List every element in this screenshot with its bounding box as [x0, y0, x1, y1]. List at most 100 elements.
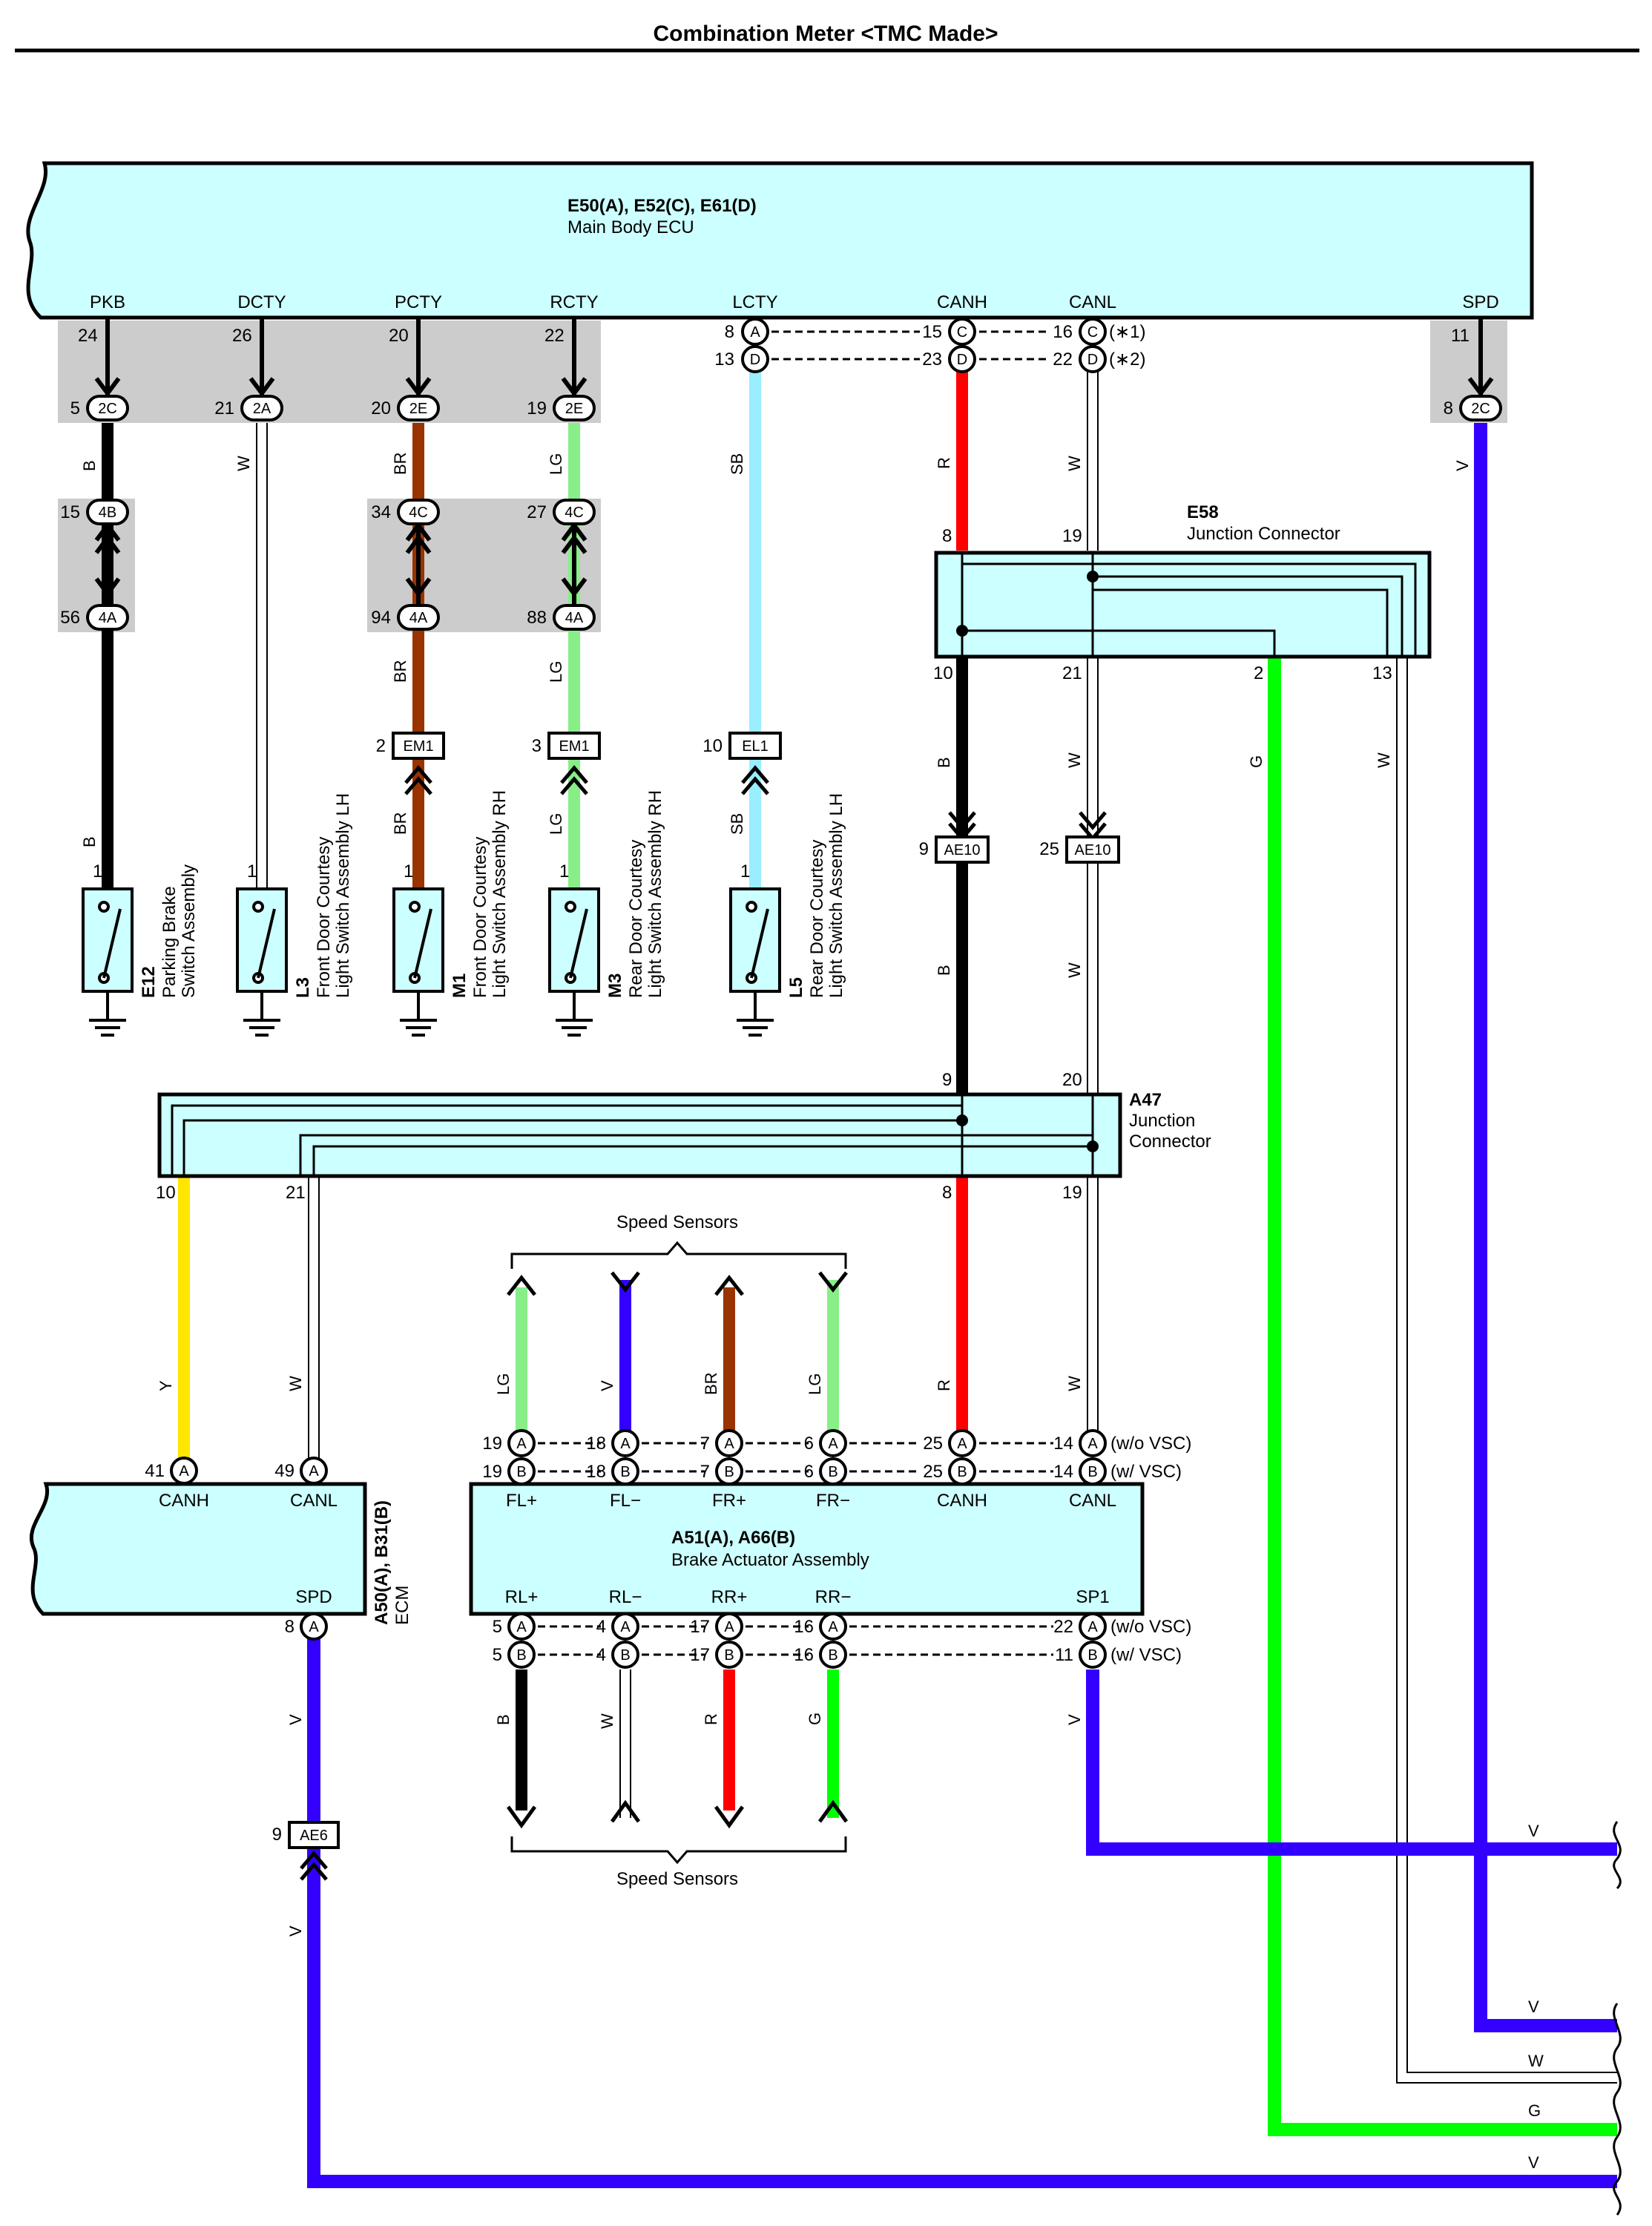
pin-label: 7: [700, 1434, 710, 1454]
pin-label: 18: [586, 1434, 606, 1454]
pin-tag: A: [516, 1436, 527, 1452]
brake-term: FL−: [610, 1491, 641, 1511]
connector-tag: 2E: [565, 401, 583, 417]
pin-label: 22: [1053, 349, 1073, 370]
pin-tag: A: [828, 1619, 838, 1635]
wire-label: LG: [547, 661, 565, 683]
wire-label: LG: [806, 1373, 824, 1395]
switch-code: M1: [450, 974, 470, 998]
pin-label: 8: [725, 322, 734, 342]
wire-label: W: [1065, 962, 1084, 978]
pin-label: 5: [493, 1645, 502, 1665]
pin-tag: B: [828, 1647, 837, 1664]
ecu-term-pkb: PKB: [90, 292, 125, 312]
pin-tag: B: [1087, 1647, 1097, 1664]
wire-label: B: [494, 1714, 513, 1725]
break-marks: [1613, 1821, 1622, 2216]
connector-tag: EM1: [559, 738, 589, 755]
switches: 1 1 1 1 1 E12 Parking Brake Switch Assem…: [82, 790, 846, 1037]
wire-label: W: [1528, 2052, 1544, 2070]
brake-term: RR−: [815, 1587, 852, 1607]
pin-label: 15: [60, 502, 80, 522]
pin-label: 25: [1039, 839, 1059, 859]
pin-label: 25: [923, 1434, 943, 1454]
connector-tag: 2E: [409, 401, 427, 417]
connector-tag: 2C: [98, 401, 117, 417]
ecu-top-pins: 24 26 20 22 11 8 A 13 D 15 C 23 D 16 C 2…: [78, 318, 1470, 373]
ecm: CANH CANL SPD A50(A), B31(B) ECM 41 A 49…: [30, 1457, 412, 1641]
pin-label: 4: [596, 1645, 606, 1665]
ecm-code: A50(A), B31(B): [372, 1500, 392, 1625]
wire-label: W: [1065, 456, 1084, 471]
wire-label: B: [935, 965, 953, 976]
brake-term: RL−: [609, 1587, 642, 1607]
pin-label: 2: [1254, 663, 1263, 683]
pin-label: 8: [942, 1183, 952, 1203]
switch-name: Front Door Courtesy: [470, 837, 490, 998]
pin-tag: A: [620, 1619, 631, 1635]
a47-code: A47: [1129, 1090, 1162, 1110]
pin-label: 16: [794, 1645, 814, 1665]
pin-label: 11: [1451, 326, 1470, 346]
speed-sensors-label-bottom: Speed Sensors: [616, 1869, 738, 1889]
pin-label: 19: [482, 1434, 502, 1454]
wire-label: W: [286, 1376, 305, 1391]
wire-label: W: [1065, 1376, 1084, 1391]
pin-label: 20: [371, 398, 391, 418]
pin-label: 1: [740, 861, 750, 881]
pin-label: 19: [1062, 1183, 1082, 1203]
wire-label: W: [1375, 752, 1393, 768]
connector-tag: AE10: [1075, 842, 1111, 858]
pin-label: 16: [794, 1617, 814, 1637]
switch-name: Light Switch Assembly RH: [490, 790, 510, 998]
pin-label: 8: [942, 526, 952, 546]
wire-label: V: [598, 1380, 616, 1391]
speed-sensors-label-top: Speed Sensors: [616, 1212, 738, 1232]
pin-label: 18: [586, 1462, 606, 1482]
wire-label: B: [80, 836, 99, 847]
pin-tag: C: [1087, 324, 1098, 341]
wire-label: V: [1453, 460, 1472, 471]
note-w-vsc: (w/ VSC): [1110, 1462, 1182, 1482]
e58-junction-connector: E58 Junction Connector 8 19 10 21 2 13: [933, 502, 1432, 683]
pin-label: 13: [714, 349, 734, 370]
speed-sensors-brace-bottom: Speed Sensors: [510, 1836, 847, 1889]
pin-label: 94: [371, 608, 391, 628]
pin-label: 14: [1053, 1462, 1073, 1482]
brake-term: CANH: [937, 1491, 987, 1511]
pin-label: 20: [1062, 1070, 1082, 1090]
pin-tag: A: [957, 1436, 967, 1452]
speed-sensor-arrows: [506, 1271, 849, 1829]
note-2: (∗2): [1109, 349, 1145, 370]
pin-tag: A: [750, 324, 760, 341]
wire-label: G: [1528, 2101, 1541, 2120]
ecu-term-lcty: LCTY: [732, 292, 777, 312]
brake-term: SP1: [1076, 1587, 1109, 1607]
switch-name: Switch Assembly: [179, 864, 199, 998]
pin-tag: A: [828, 1436, 838, 1452]
note-wo-vsc: (w/o VSC): [1110, 1617, 1191, 1637]
wire-label: BR: [391, 812, 409, 835]
connector-tag: 4A: [99, 610, 117, 626]
brake-term: CANL: [1069, 1491, 1116, 1511]
switch-name: Light Switch Assembly LH: [333, 793, 353, 998]
ecu-term-spd: SPD: [1462, 292, 1498, 312]
brake-top-pins: 19 A 19 B 18 A 18 B 7 A 7 B 6 A 6 B 25 A…: [482, 1429, 1191, 1485]
switch-code: L3: [293, 977, 313, 998]
pin-label: 21: [1062, 663, 1082, 683]
switch-name: Rear Door Courtesy: [807, 840, 827, 998]
connector-tag: 4A: [565, 610, 584, 626]
switch-name: Rear Door Courtesy: [626, 840, 646, 998]
ecu-arrows: [94, 319, 1494, 397]
pin-label: 20: [389, 326, 409, 346]
note-w-vsc: (w/ VSC): [1110, 1645, 1182, 1665]
pin-label: 1: [404, 861, 413, 881]
pin-tag: A: [724, 1436, 734, 1452]
speed-sensors-brace-top: Speed Sensors: [510, 1212, 847, 1269]
wire-label: BR: [391, 660, 409, 683]
e58-name: Junction Connector: [1187, 524, 1340, 544]
pin-tag: B: [620, 1647, 630, 1664]
connectors-4x: 15 4B 56 4A 34 4C 94 4A 27 4C 88 4A: [60, 499, 596, 631]
ecm-term-spd: SPD: [295, 1587, 332, 1607]
